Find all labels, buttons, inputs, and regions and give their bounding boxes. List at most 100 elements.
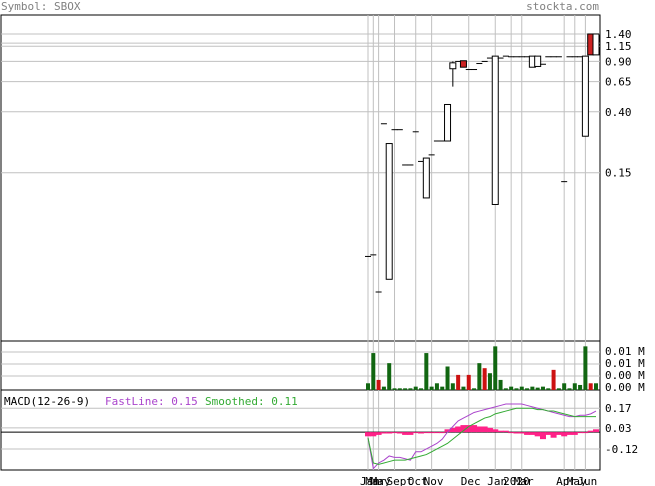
price-tick-label: 0.90 [605,55,632,68]
candle-body [534,55,542,67]
macd-histogram-bar [555,432,562,435]
macd-histogram-bar [539,432,546,440]
site-label[interactable]: stockta.com [526,0,599,13]
macd-histogram-bar [365,432,371,437]
volume-bar [387,363,392,390]
x-tick-label: Jan [360,475,380,486]
candle-body [422,157,430,199]
symbol-label: Symbol: SBOX [1,0,81,13]
x-tick-label: May [371,475,391,486]
macd-fast-line [367,403,597,470]
volume-bar [472,388,477,390]
macd-histogram-bar [460,425,467,433]
macd-histogram-bar [593,429,599,433]
macd-histogram-bar [587,430,594,433]
macd-histogram-bar [502,430,509,433]
price-tick-label: 1.15 [605,40,632,53]
volume-bar [493,346,498,390]
price-tick-label: 0.40 [605,106,632,119]
volume-bar [567,388,572,390]
volume-bar [381,386,386,390]
volume-bar [540,386,545,390]
price-tick-label: 1.40 [605,28,632,41]
macd-histogram-bar [486,427,493,433]
macd-histogram-bar [433,432,440,434]
volume-bar [535,387,540,390]
x-tick-label: Mar [365,475,385,486]
candle-body [444,103,452,142]
volume-bar [429,386,434,390]
price-tick-label: 0.15 [605,167,632,180]
macd-tick-label: 0.17 [605,402,632,415]
candle-body [459,60,467,68]
volume-tick-label: 0.00 M [605,369,645,382]
macd-histogram-bar [391,432,398,434]
volume-bar [525,388,530,390]
macd-histogram-bar [439,432,446,434]
macd-histogram-bar [386,432,393,434]
macd-histogram-bar [455,426,462,433]
volume-bar [514,388,519,390]
x-tick-label: 2020 [503,475,530,486]
macd-histogram-bar [423,432,430,434]
x-tick-label: Mar [514,475,534,486]
volume-bar [588,383,593,390]
macd-histogram-bar [545,432,552,435]
macd-histogram-bar [577,432,584,434]
volume-bar [434,383,439,390]
macd-histogram-bar [513,432,520,434]
macd-histogram-bar [529,432,536,435]
macd-histogram-bar [481,426,488,433]
volume-bar [503,388,508,390]
volume-bar [456,374,461,390]
volume-bar [424,353,429,390]
macd-tick-label: -0.12 [605,443,638,456]
volume-tick-label: 0.01 M [605,357,645,370]
volume-bar [461,386,466,390]
x-tick-label: May [567,475,587,486]
macd-histogram-bar [508,432,515,434]
macd-smoothed-line [367,407,596,465]
macd-histogram-bar [396,432,403,434]
volume-bar [578,384,583,390]
volume-tick-label: 0.01 M [605,345,645,358]
macd-histogram-bar [497,430,504,433]
volume-bar [440,386,445,390]
macd-tick-label: 0.03 [605,422,632,435]
volume-bar [509,386,514,390]
candle-body [592,33,600,56]
macd-histogram-bar [370,432,377,437]
volume-bar [546,388,551,390]
macd-histogram-bar [566,432,573,435]
macd-histogram-bar [449,427,456,433]
macd-histogram-bar [412,432,419,434]
macd-histogram-bar [402,432,409,435]
volume-bar [397,388,402,390]
macd-histogram-bar [582,432,589,434]
macd-histogram-bar [418,432,425,434]
candle-body [385,143,393,280]
price-panel-frame [0,14,601,342]
x-tick-label: Jan [487,475,507,486]
volume-bar [482,368,487,390]
volume-bar [487,373,492,390]
volume-bar [366,383,370,390]
x-tick-label: Apr [556,475,576,486]
volume-tick-label: 0.00 M [605,381,645,394]
x-tick-label: Nov [424,475,444,486]
volume-bar [594,383,598,390]
macd-histogram-bar [465,425,472,433]
macd-legend-smoothed: Smoothed: 0.11 [205,395,298,408]
volume-bar [466,374,471,390]
volume-bar [572,383,577,390]
x-tick-label: Dec [461,475,481,486]
volume-bar [556,388,561,390]
volume-bar [477,363,482,390]
candle-body [449,62,457,70]
volume-bar [583,346,588,390]
volume-bar [413,386,418,390]
volume-bar [403,388,408,390]
x-tick-label: Sept [387,475,414,486]
volume-bar [530,386,535,390]
